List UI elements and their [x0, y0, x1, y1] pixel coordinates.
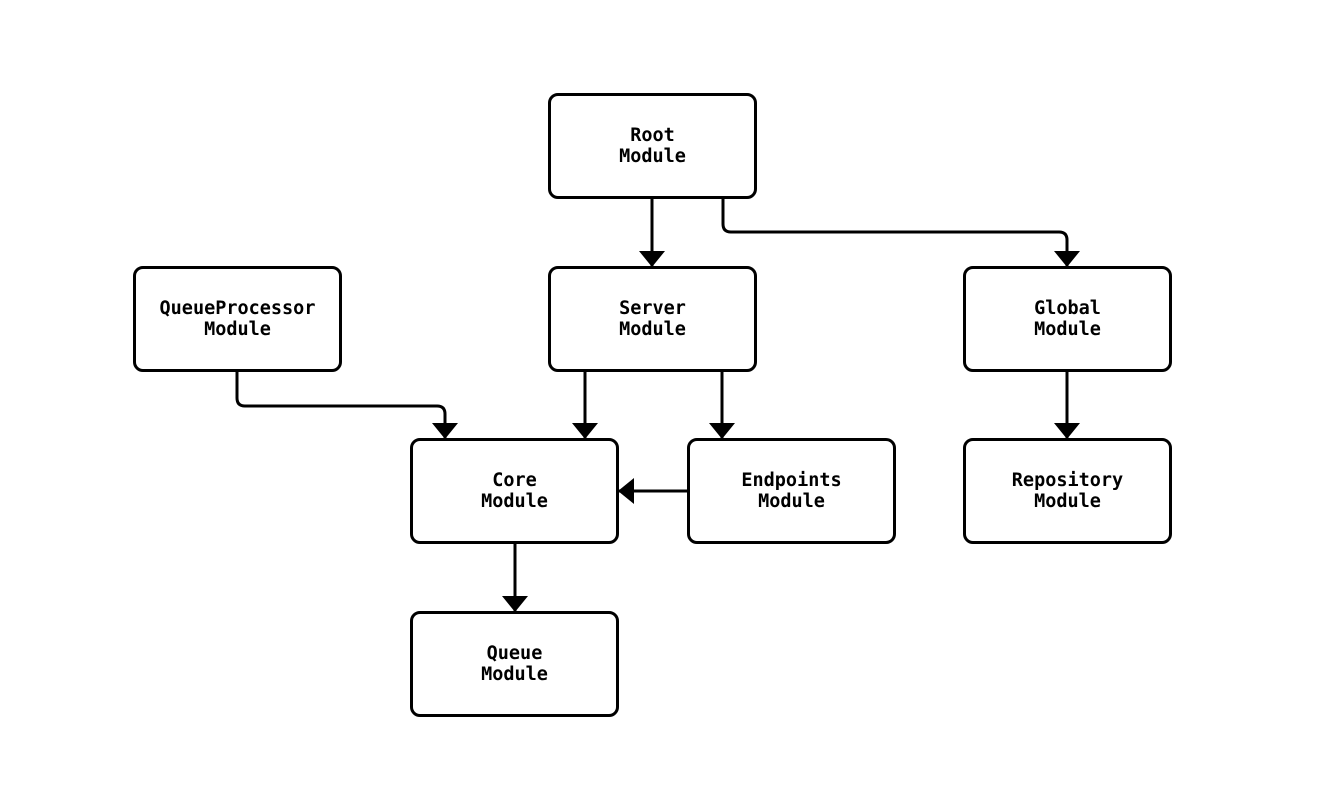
node-label-root: Root Module [619, 124, 686, 168]
node-core: Core Module [410, 438, 619, 544]
node-root: Root Module [548, 93, 757, 199]
node-repository: Repository Module [963, 438, 1172, 544]
edge-root-to-global [721, 199, 1080, 267]
edge-queueprocessor-to-core [235, 372, 458, 439]
node-label-server: Server Module [619, 297, 686, 341]
node-endpoints: Endpoints Module [687, 438, 896, 544]
node-global: Global Module [963, 266, 1172, 372]
node-label-repository: Repository Module [1011, 469, 1124, 513]
node-label-endpoints: Endpoints Module [741, 469, 842, 513]
node-server: Server Module [548, 266, 757, 372]
node-queueprocessor: QueueProcessor Module [133, 266, 342, 372]
node-label-queue: Queue Module [481, 642, 548, 686]
node-queue: Queue Module [410, 611, 619, 717]
node-label-core: Core Module [481, 469, 548, 513]
node-label-global: Global Module [1034, 297, 1101, 341]
node-label-queueprocessor: QueueProcessor Module [159, 297, 316, 341]
